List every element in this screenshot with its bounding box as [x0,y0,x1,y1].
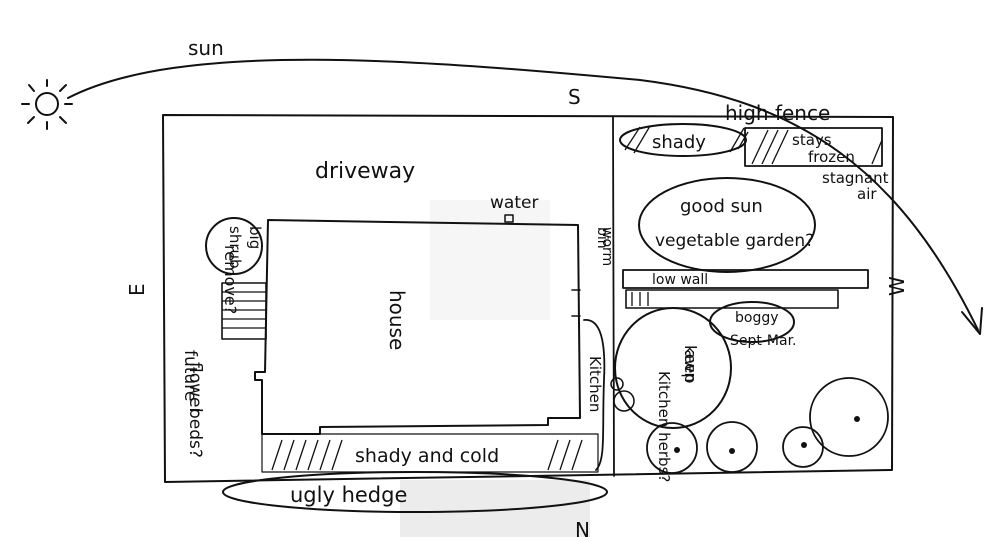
shady-cold-label: shady and cold [355,445,499,467]
arrowhead-icon [961,307,983,335]
lawn [614,307,732,429]
big-shrub [205,217,263,275]
boggy-season-label: Sept-Mar. [730,333,797,349]
tree-circle [809,377,889,457]
stagnant-label: stagnant [822,169,889,187]
herb-pot [613,390,635,412]
low-wall [622,269,869,289]
shrub-circle [706,421,758,473]
shrub-circle [646,422,698,474]
shady-zone [619,123,747,157]
remove-label: remove? [221,245,240,314]
shady-cold-hatching [271,439,583,471]
sun-label: sun [188,36,224,60]
high-fence-label: high fence [725,101,830,125]
frozen-label: frozen [808,148,855,166]
future-label: future [180,350,200,401]
lawn-label: lawn [681,345,700,382]
paper-smudge [430,200,550,320]
good-sun-label: good sun [680,196,763,217]
herb-bed [583,319,606,471]
tree-shrubs [646,377,889,474]
beds-label: beds? [185,408,205,458]
compass-west: W [885,276,909,296]
compass-north: N [575,518,590,537]
property-boundary [162,114,894,483]
ugly-hedge-label: ugly hedge [290,483,407,507]
low-wall-label: low wall [652,272,708,288]
driveway-label: driveway [315,159,415,184]
vegetable-garden-label: vegetable garden? [655,231,814,251]
trunk-dot [801,442,807,448]
compass-east: E [125,283,149,296]
shady-hatching [624,125,749,154]
keep-label: keep [681,345,700,384]
compass-south: S [568,85,581,109]
yard-divider [612,116,615,477]
trunk-dot [729,448,735,454]
shrub-label: shrub [226,226,244,269]
water-label: water [490,193,538,213]
kitchen-label: Kitchen [586,356,604,412]
water-spigot-icon [504,214,514,223]
sun-path-arrow [67,58,979,331]
east-steps [221,282,267,340]
low-wall-steps [625,289,839,309]
house-label: house [385,290,409,350]
boggy-label: boggy [735,310,779,326]
ugly-hedge [222,471,608,513]
herb-pot [610,377,624,391]
shady-label: shady [652,132,706,153]
trunk-dot [854,416,860,422]
flower-label: flower [185,362,205,414]
trunk-dot [674,447,680,453]
stays-label: stays [792,131,832,149]
frozen-zone [744,127,883,167]
frozen-hatching [751,129,883,165]
air-label: air [857,185,877,203]
step-hatching [631,292,649,306]
sun-icon [21,79,73,130]
worm-label: worm [599,227,615,266]
bin-label: bin [594,227,610,249]
big-label: big [246,226,264,249]
paper-smudge [400,480,590,537]
vegetable-garden [638,177,816,273]
